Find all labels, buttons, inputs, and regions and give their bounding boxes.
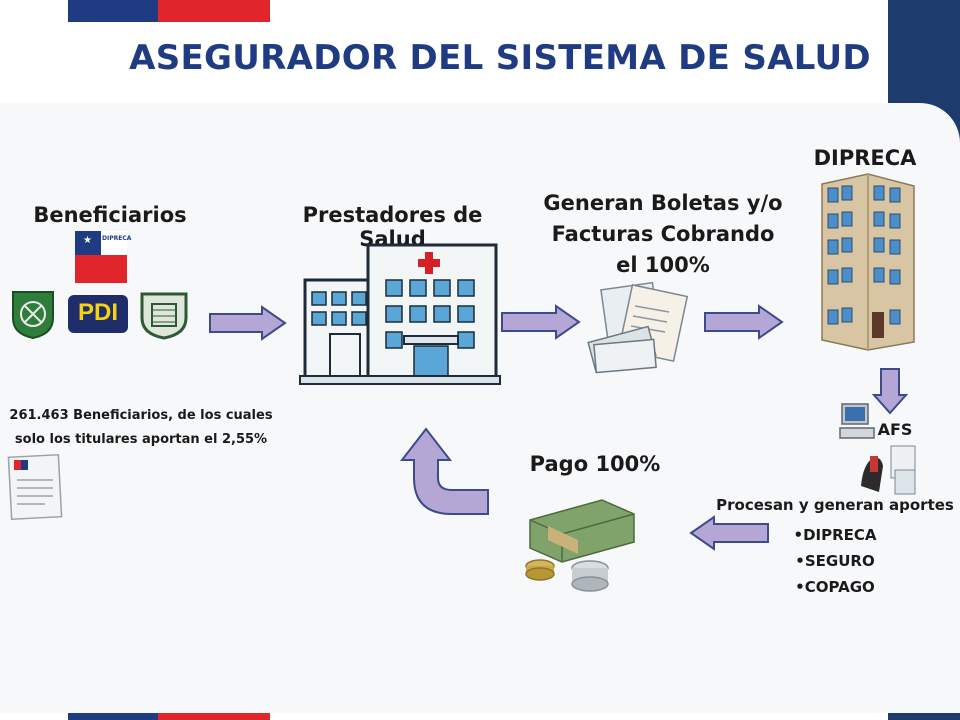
computer-icon xyxy=(839,403,875,439)
money-stack-icon xyxy=(525,499,635,592)
arrow-left-icon xyxy=(689,515,769,551)
procesan-item-dipreca: •DIPRECA xyxy=(793,526,877,544)
arrow-right-2-icon xyxy=(501,304,581,340)
procesan-item-copago: •COPAGO xyxy=(795,578,875,596)
label-boletas: Generan Boletas y/o Facturas Cobrando el… xyxy=(543,191,783,277)
flag-stripe-red xyxy=(158,0,270,22)
arrow-down-icon xyxy=(871,368,909,415)
gendarmeria-badge-icon xyxy=(140,292,188,340)
procesan-item-seguro: •SEGURO xyxy=(795,552,875,570)
flag-stripe-red-bottom xyxy=(158,713,270,720)
carabineros-badge-icon xyxy=(12,291,54,340)
hand-phone-icon xyxy=(861,445,916,495)
arrow-right-1-icon xyxy=(209,305,287,341)
dipreca-building-icon xyxy=(821,173,915,351)
hospital-icon xyxy=(299,243,501,385)
certificate-document-icon xyxy=(7,453,63,521)
label-afs: AFS xyxy=(877,420,913,439)
beneficiarios-note: 261.463 Beneficiarios, de los cuales sol… xyxy=(9,408,273,447)
arrow-right-3-icon xyxy=(704,304,784,340)
pdi-logo: PDI xyxy=(68,295,128,333)
star-icon: ★ xyxy=(83,235,92,246)
label-pago: Pago 100% xyxy=(529,452,661,476)
label-dipreca: DIPRECA xyxy=(813,146,917,170)
slide-title: ASEGURADOR DEL SISTEMA DE SALUD xyxy=(129,38,871,78)
invoices-icon xyxy=(587,281,689,374)
procesan-heading: Procesan y generan aportes xyxy=(716,496,954,514)
dipreca-logo: ★ DIPRECA xyxy=(75,231,131,283)
content-panel xyxy=(0,103,960,713)
arrow-return-up-icon xyxy=(399,427,489,515)
flag-stripe-blue-bottom xyxy=(68,713,158,720)
procesan-list: •DIPRECA •SEGURO •COPAGO xyxy=(780,522,890,600)
flag-stripe-blue xyxy=(68,0,158,22)
label-beneficiarios: Beneficiarios xyxy=(33,203,187,227)
